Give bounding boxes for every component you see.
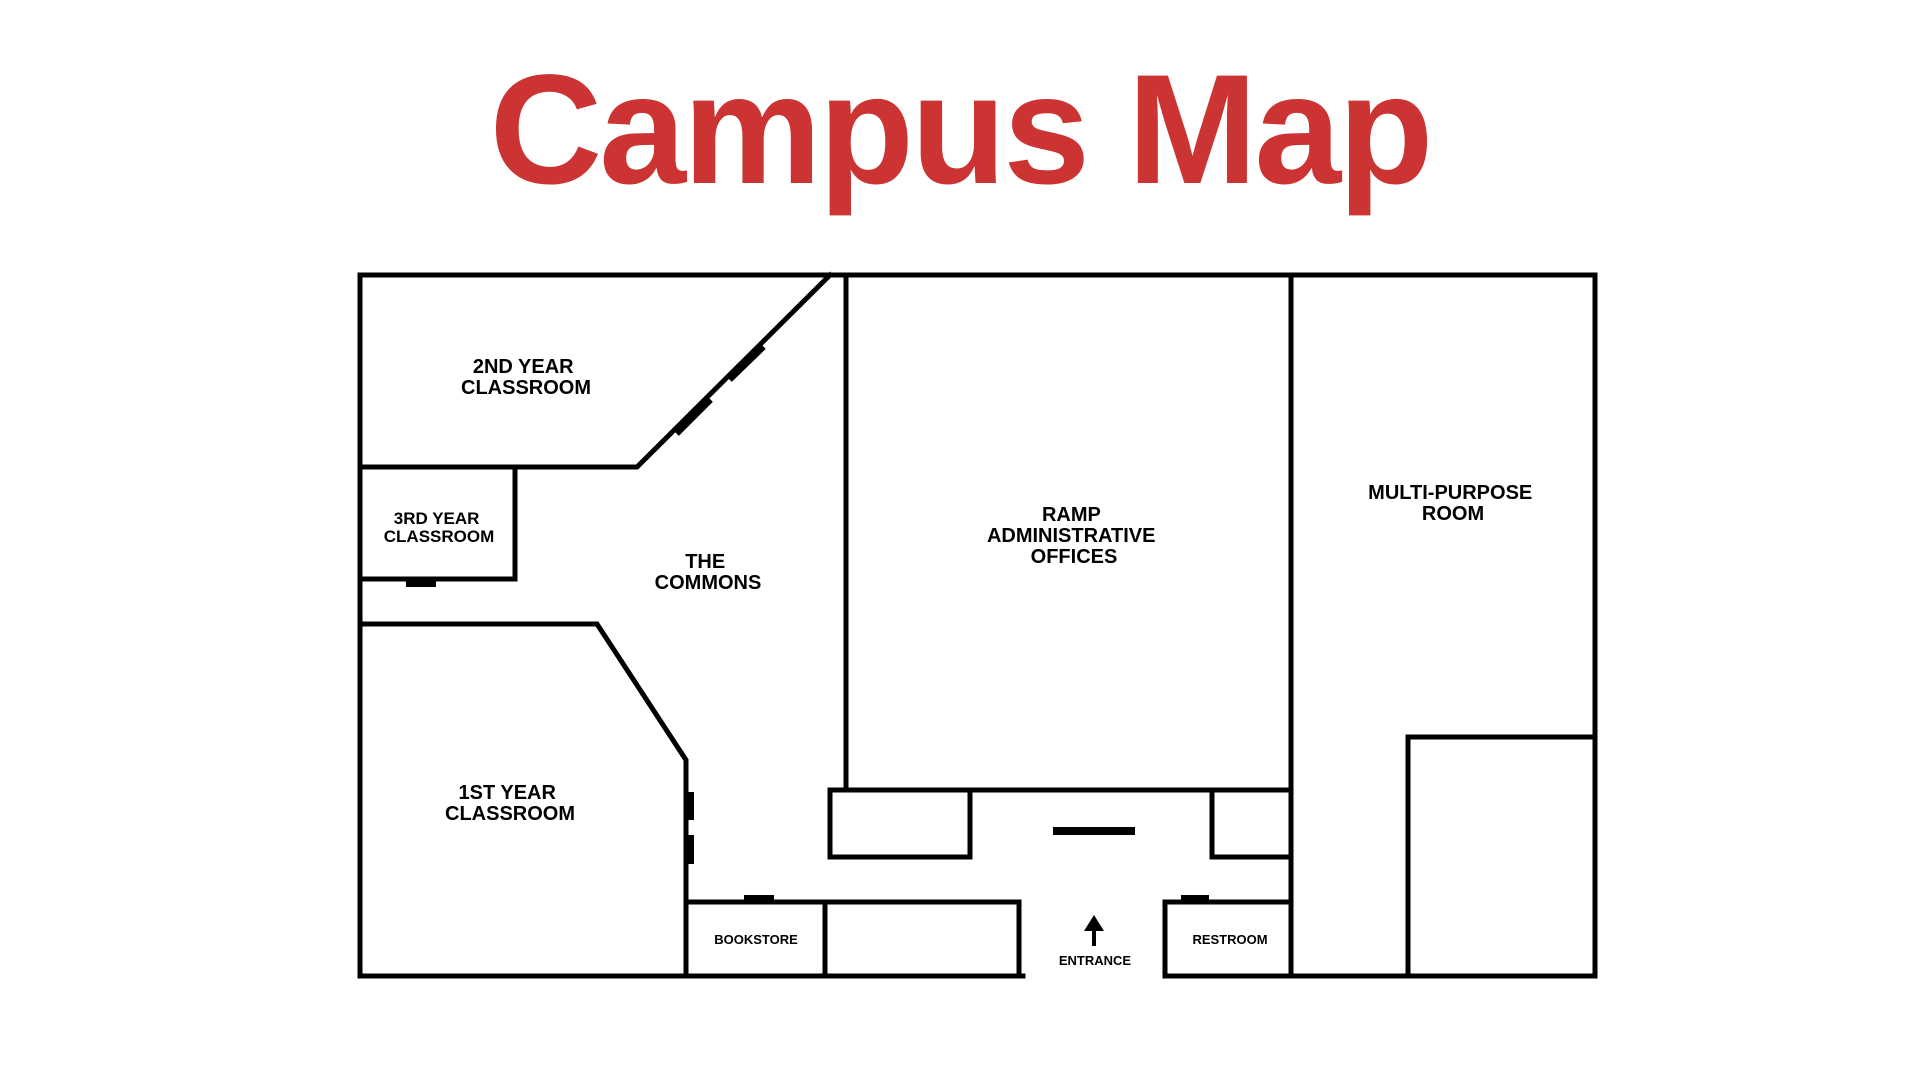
admin-offices-label: RAMP ADMINISTRATIVE OFFICES bbox=[987, 504, 1161, 568]
bookstore-wall bbox=[683, 899, 1022, 979]
door-2nd-year-b bbox=[673, 396, 713, 436]
outer-wall bbox=[357, 272, 1598, 979]
up-arrow-icon bbox=[1084, 915, 1104, 946]
second-year-classroom-label: 2ND YEAR CLASSROOM bbox=[461, 356, 591, 399]
bookstore-label: BOOKSTORE bbox=[714, 932, 798, 947]
page-title: Campus Map bbox=[489, 43, 1434, 217]
entrance-label: ENTRANCE bbox=[1059, 953, 1132, 968]
multipurpose-room-label: MULTI-PURPOSE ROOM bbox=[1368, 482, 1538, 525]
first-year-classroom-label: 1ST YEAR CLASSROOM bbox=[445, 782, 575, 825]
admin-offices-wall bbox=[843, 272, 1294, 793]
admin-left-closet bbox=[827, 787, 973, 860]
third-year-classroom-wall bbox=[357, 464, 518, 582]
first-year-classroom-wall bbox=[357, 621, 689, 979]
third-year-classroom-label: 3RD YEAR CLASSROOM bbox=[384, 509, 495, 546]
second-year-classroom-wall bbox=[357, 271, 834, 470]
storage-room-wall bbox=[1405, 734, 1598, 979]
admin-right-closet bbox=[1209, 787, 1294, 860]
commons-label: THE COMMONS bbox=[655, 551, 762, 594]
restroom-label: RESTROOM bbox=[1192, 932, 1267, 947]
door-2nd-year-a bbox=[726, 343, 766, 382]
